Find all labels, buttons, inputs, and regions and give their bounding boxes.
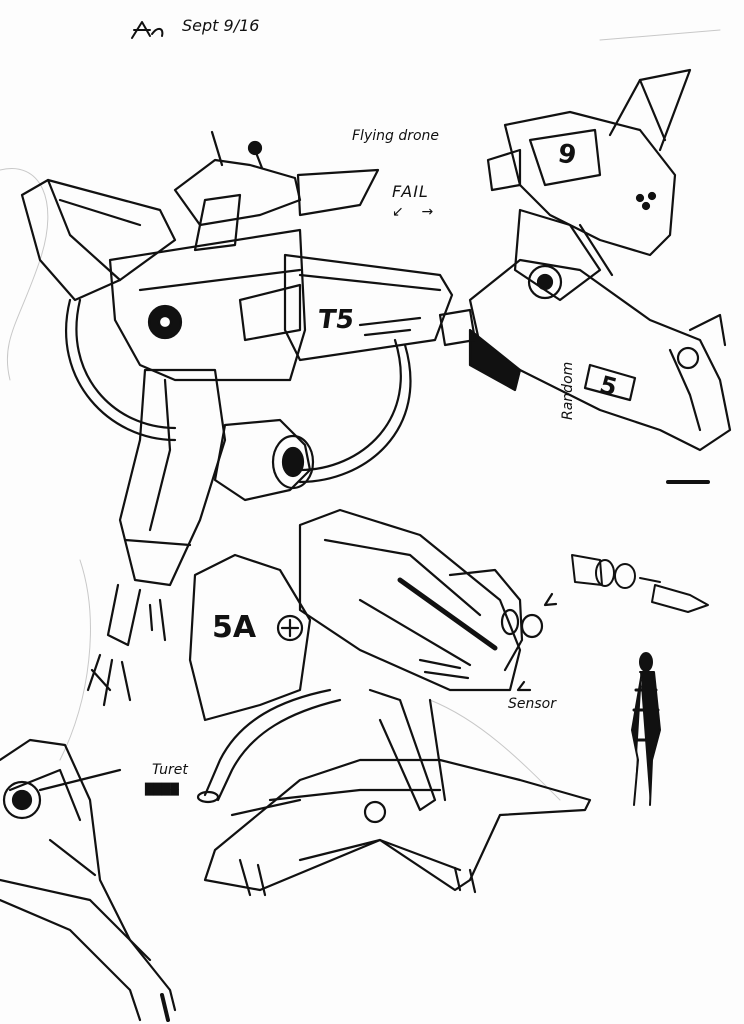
label-sensor: Sensor xyxy=(508,696,556,712)
turret-sketch xyxy=(188,508,592,897)
turret-code-marking: 5A xyxy=(212,610,257,645)
label-fail: FAIL xyxy=(392,182,429,201)
initials-scribble xyxy=(131,21,164,39)
partial-vehicle-sketch xyxy=(0,738,177,1022)
label-random: Random xyxy=(560,361,576,420)
drone-code-marking: T5 xyxy=(315,305,356,335)
flying-drone-sketch xyxy=(20,130,454,707)
random-mech-sketch xyxy=(438,68,732,484)
label-flying-drone: Flying drone xyxy=(352,128,440,144)
turret-strikethrough: ████ xyxy=(145,783,179,796)
scale-figure-sketch xyxy=(631,652,661,806)
sensor-capsule-sketch xyxy=(571,554,709,613)
label-turret: Turet xyxy=(152,762,188,778)
fail-arrows-icon: ↙ → xyxy=(392,204,434,220)
sketch-date: Sept 9/16 xyxy=(182,16,260,35)
